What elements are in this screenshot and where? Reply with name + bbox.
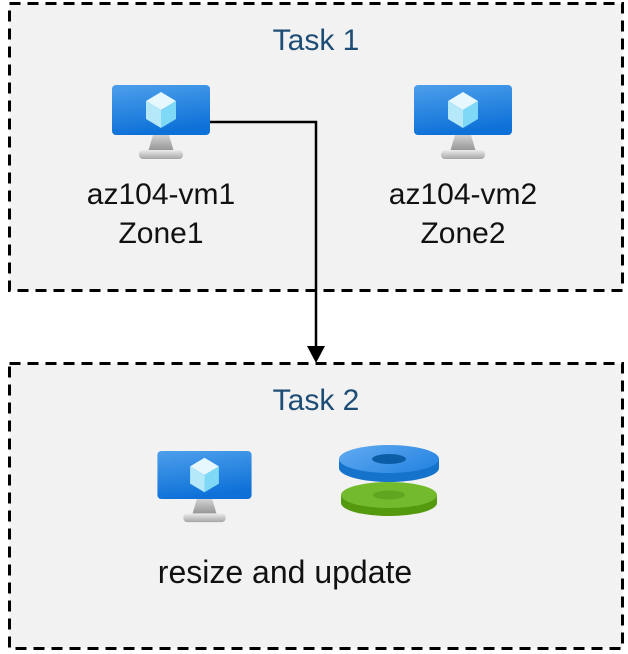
vm-name-label: az104-vm1 (86, 178, 236, 211)
virtual-machine-icon (157, 451, 252, 523)
vm-label-block: az104-vm1 Zone1 (61, 175, 261, 253)
vm-name-label: az104-vm2 (388, 178, 538, 211)
vm-group-az104-vm1: az104-vm1 Zone1 (61, 85, 261, 253)
task1-title: Task 1 (272, 24, 360, 57)
vm-zone-label: Zone1 (118, 217, 204, 250)
managed-disks-icon (339, 445, 439, 516)
task2-title: Task 2 (272, 384, 360, 417)
virtual-machine-icon (112, 85, 210, 159)
arrow-connector (210, 120, 325, 363)
task2-caption: resize and update (157, 554, 413, 590)
virtual-machine-icon (414, 85, 512, 159)
vm-group-az104-vm2: az104-vm2 Zone2 (363, 85, 563, 253)
vm-zone-label: Zone2 (420, 217, 506, 250)
task2-box (8, 362, 624, 650)
vm-label-block: az104-vm2 Zone2 (363, 175, 563, 253)
